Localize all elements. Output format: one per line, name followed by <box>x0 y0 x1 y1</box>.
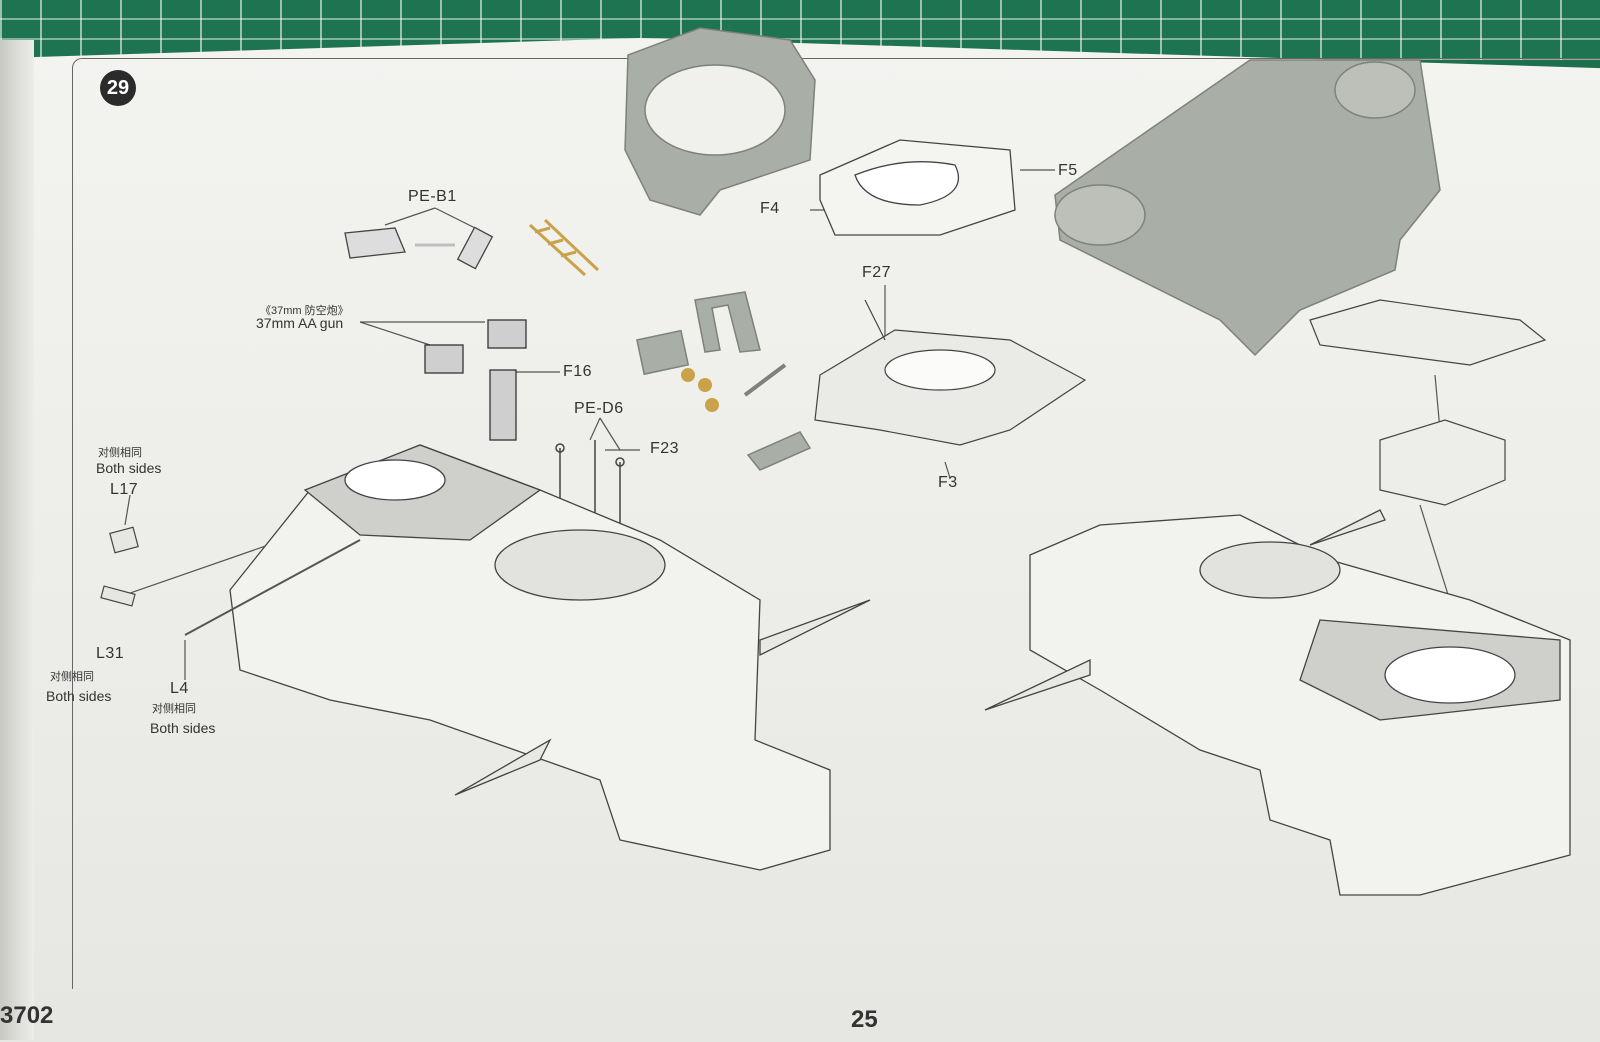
part-label-pe-b1: PE-B1 <box>408 188 457 205</box>
part-label-pe-d6: PE-D6 <box>574 400 624 417</box>
step-number-badge: 29 <box>100 70 136 106</box>
kit-code: 3702 <box>0 1002 54 1029</box>
part-label-aa-gun-en: 37mm AA gun <box>256 315 344 331</box>
note-both-sides-en-3: Both sides <box>150 720 216 736</box>
note-both-sides-cn-1: 对侧相同 <box>98 447 142 459</box>
part-label-l4: L4 <box>170 680 189 697</box>
part-label-l31: L31 <box>96 645 125 662</box>
part-label-f16: F16 <box>563 363 593 380</box>
part-label-f4: F4 <box>760 200 780 217</box>
part-label-f27: F27 <box>862 264 892 281</box>
part-label-f3: F3 <box>938 474 958 491</box>
note-both-sides-cn-2: 对侧相同 <box>50 671 94 683</box>
part-label-f23: F23 <box>650 440 680 457</box>
note-both-sides-en-1: Both sides <box>96 460 162 476</box>
page-gutter <box>0 40 34 1040</box>
part-label-aa-gun-cn: 《37mm 防空炮》 <box>260 305 349 317</box>
part-label-f5: F5 <box>1058 162 1078 179</box>
page-number: 25 <box>851 1006 878 1033</box>
step-frame <box>72 58 1600 989</box>
part-label-l17: L17 <box>110 481 139 498</box>
note-both-sides-en-2: Both sides <box>46 688 112 704</box>
note-both-sides-cn-3: 对侧相同 <box>152 703 196 715</box>
